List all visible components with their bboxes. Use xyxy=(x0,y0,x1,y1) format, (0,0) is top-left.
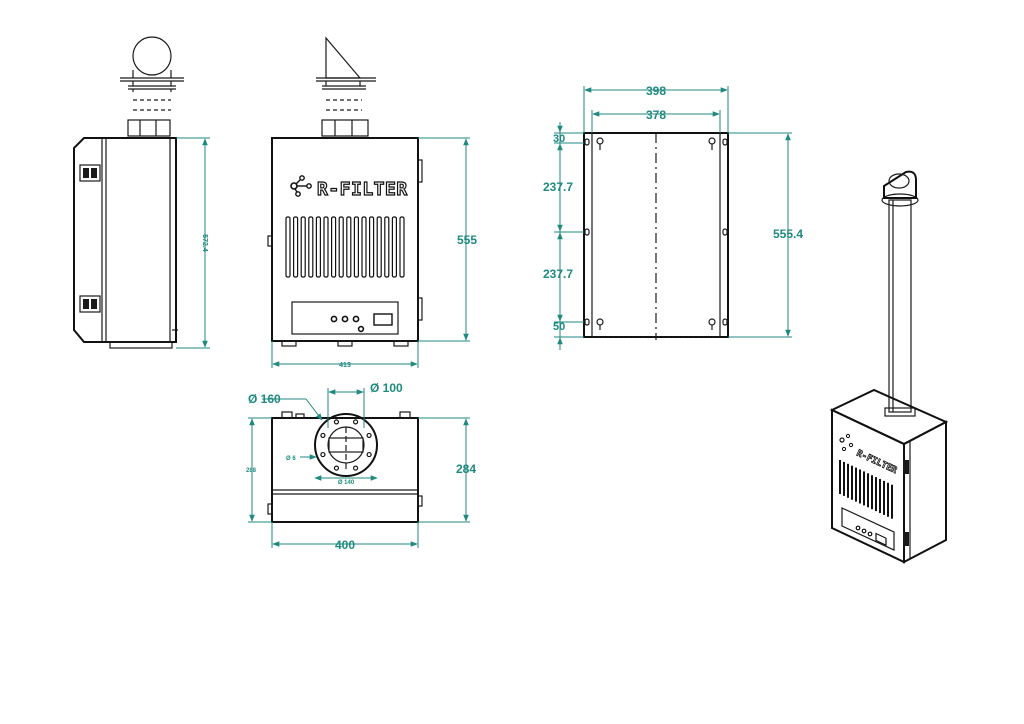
hole-diameter-label: Ø 6 xyxy=(286,456,296,462)
front-width-dimension: 413 xyxy=(271,341,419,369)
r-filter-logo: R-FILTER xyxy=(290,175,408,201)
plate-vertical-chain-dimension: 30 237.7 237.7 50 xyxy=(543,122,584,350)
top-view: Ø 160 Ø 100 Ø 6 Ø 140 288 284 xyxy=(246,381,476,552)
vent-slot xyxy=(399,216,405,278)
duct-flange xyxy=(314,413,378,477)
flange-bolt-hole xyxy=(366,451,372,458)
keyhole-top-left xyxy=(596,137,604,150)
vent-slot xyxy=(308,216,314,278)
vent-slot xyxy=(361,216,367,278)
plate-inner-width-label: 378 xyxy=(646,108,666,122)
front-view: R-FILTER 555 xyxy=(267,36,477,369)
isometric-view: R-FILTER xyxy=(829,170,949,564)
vent-slot xyxy=(384,216,390,278)
iso-display-window xyxy=(875,532,887,547)
plate-top-offset-label: 30 xyxy=(553,133,565,145)
vent-slot xyxy=(376,216,382,278)
top-depth-small-dimension: 288 xyxy=(246,417,272,523)
hinge-bottom xyxy=(79,295,101,313)
outer-diameter-callout: Ø 160 xyxy=(248,392,323,421)
vent-slot xyxy=(293,216,299,278)
plate-outer-width-label: 398 xyxy=(646,84,666,98)
iso-indicator-3 xyxy=(867,531,873,537)
iso-indicator-1 xyxy=(855,525,861,531)
side-duct-elbow xyxy=(120,36,184,111)
vent-slot xyxy=(391,216,397,278)
plate-upper-pitch-label: 237.7 xyxy=(543,180,573,194)
flange-bolt-hole xyxy=(352,465,359,471)
flange-bolt-hole xyxy=(366,432,372,439)
indicator-light-2 xyxy=(341,315,349,323)
keyhole-top-right xyxy=(708,137,716,150)
side-view: 572.4 xyxy=(73,36,210,349)
front-cabinet: R-FILTER xyxy=(267,119,423,347)
top-cabinet xyxy=(267,411,423,523)
brand-logo-text: R-FILTER xyxy=(317,179,408,200)
mount-plate-view: 398 378 30 237.7 237.7 50 xyxy=(543,84,803,350)
vent-slot xyxy=(369,216,375,278)
iso-duct-pipe xyxy=(881,170,919,417)
flange-bolt-hole xyxy=(333,419,340,425)
display-window xyxy=(373,313,393,326)
hole-callout: Ø 6 xyxy=(286,454,317,462)
plate-bottom-offset-label: 50 xyxy=(553,321,565,333)
side-height-label: 572.4 xyxy=(201,234,208,252)
vent-slot xyxy=(346,216,352,278)
plate-outer-width-dimension: 398 xyxy=(583,84,729,133)
plate-height-label: 555.4 xyxy=(773,227,803,241)
vent-slot xyxy=(331,216,337,278)
vent-slot xyxy=(338,216,344,278)
front-width-label: 413 xyxy=(339,362,351,369)
plate-lower-pitch-label: 237.7 xyxy=(543,267,573,281)
inner-diameter-callout: Ø 100 xyxy=(327,381,403,428)
hinge-top xyxy=(79,164,101,182)
front-height-label: 555 xyxy=(457,233,477,247)
keyhole-bottom-right xyxy=(708,318,716,330)
top-depth-dimension: 284 xyxy=(418,417,476,523)
top-depth-small-label: 288 xyxy=(246,468,257,474)
vent-slot xyxy=(300,216,306,278)
vent-slot xyxy=(353,216,359,278)
outer-diameter-label: Ø 160 xyxy=(248,392,281,406)
side-cabinet xyxy=(73,119,178,349)
top-depth-label: 284 xyxy=(456,462,476,476)
iso-vent-grille xyxy=(839,460,893,519)
vent-slot xyxy=(323,216,329,278)
iso-logo-text: R-FILTER xyxy=(855,449,899,477)
flange-bolt-hole xyxy=(320,451,326,458)
vent-slot xyxy=(285,216,291,278)
flange-bolt-hole xyxy=(333,465,340,471)
front-height-dimension: 555 xyxy=(418,137,477,342)
iso-logo-mark xyxy=(839,433,854,452)
vent-slot xyxy=(315,216,321,278)
plate-height-dimension: 555.4 xyxy=(728,132,803,338)
top-width-label: 400 xyxy=(335,538,355,552)
iso-indicator-2 xyxy=(861,528,867,534)
keyhole-bottom-left xyxy=(596,318,604,330)
flange-bolt-hole xyxy=(320,432,326,439)
inner-diameter-label: Ø 100 xyxy=(370,381,403,395)
indicator-light-3 xyxy=(352,315,360,323)
mount-plate xyxy=(583,132,729,340)
molecule-icon xyxy=(290,175,312,197)
flange-bolt-hole xyxy=(352,419,359,425)
control-panel xyxy=(291,301,399,335)
front-duct-elbow xyxy=(316,36,376,111)
plate-inner-width-dimension: 378 xyxy=(591,108,721,133)
top-width-dimension: 400 xyxy=(271,522,419,552)
bolt-circle-callout: Ø 140 xyxy=(314,475,378,486)
indicator-light-4 xyxy=(357,325,365,333)
indicator-light-1 xyxy=(330,315,338,323)
bolt-circle-label: Ø 140 xyxy=(338,480,355,486)
side-height-dimension: 572.4 xyxy=(176,137,210,349)
vent-grille xyxy=(285,216,405,278)
